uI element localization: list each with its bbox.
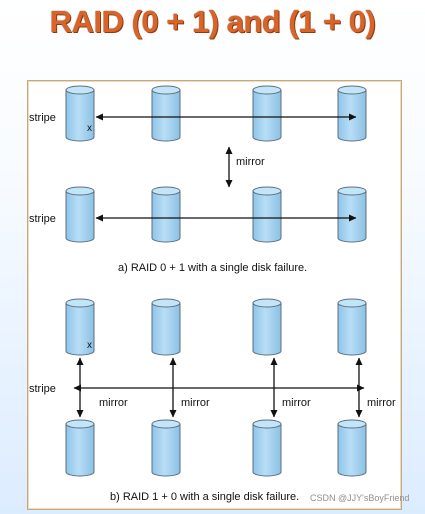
stripe-label-a-bottom: stripe bbox=[29, 213, 56, 225]
disk-b-top-1 bbox=[65, 298, 95, 356]
disk-b-top-2 bbox=[151, 298, 181, 356]
disk-a-top-2 bbox=[151, 85, 181, 142]
disk-a-bottom-2 bbox=[151, 186, 181, 243]
disk-b-bottom-3 bbox=[252, 419, 282, 477]
disk-a-top-1 bbox=[65, 85, 95, 142]
failed-disk-mark-b: x bbox=[87, 340, 92, 351]
mirror-label-b-3: mirror bbox=[282, 397, 311, 409]
disk-a-top-4 bbox=[337, 85, 367, 142]
disk-b-bottom-1 bbox=[65, 419, 95, 477]
disk-b-bottom-2 bbox=[151, 419, 181, 477]
diagram-b: x stripe mirror mirror mirror mirror bbox=[29, 298, 396, 503]
failed-disk-mark-a: x bbox=[87, 123, 92, 134]
caption-b: b) RAID 1 + 0 with a single disk failure… bbox=[110, 491, 299, 503]
caption-a: a) RAID 0 + 1 with a single disk failure… bbox=[118, 262, 307, 274]
diagram-a: stripe x mirror stripe bbox=[29, 85, 367, 274]
disk-b-bottom-4 bbox=[337, 419, 367, 477]
mirror-label-b-2: mirror bbox=[181, 397, 210, 409]
stripe-label-a-top: stripe bbox=[29, 112, 56, 124]
watermark: CSDN @JJY'sBoyFriend bbox=[310, 493, 410, 503]
mirror-label-b-4: mirror bbox=[367, 397, 396, 409]
raid-figure-frame: stripe x mirror stripe bbox=[27, 80, 402, 510]
disk-a-bottom-4 bbox=[337, 186, 367, 243]
disk-a-top-3 bbox=[252, 85, 282, 142]
disk-b-top-4 bbox=[337, 298, 367, 356]
mirror-label-a: mirror bbox=[236, 156, 265, 168]
disk-a-bottom-1 bbox=[65, 186, 95, 243]
disk-a-bottom-3 bbox=[252, 186, 282, 243]
slide-title: RAID (0 + 1) and (1 + 0) bbox=[49, 4, 376, 39]
stripe-label-b: stripe bbox=[29, 383, 56, 395]
mirror-label-b-1: mirror bbox=[99, 397, 128, 409]
disk-b-top-3 bbox=[252, 298, 282, 356]
raid-diagram: stripe x mirror stripe bbox=[29, 85, 396, 503]
